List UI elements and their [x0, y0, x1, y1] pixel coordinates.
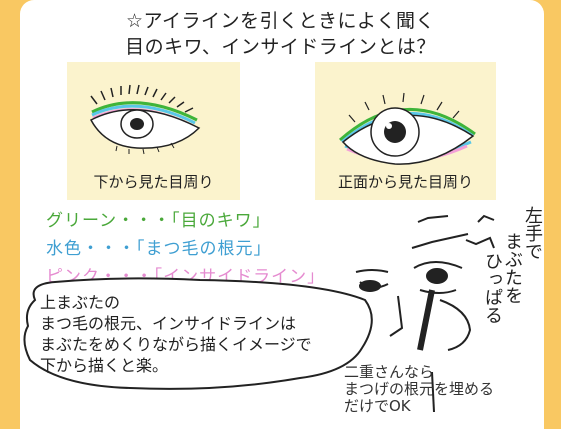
bubble-line-2: まつ毛の根元、インサイドラインは: [40, 314, 297, 333]
photo-caption-front: 正面から見た目周り: [337, 173, 473, 191]
title-line-2: 目のキワ、インサイドラインとは？: [125, 36, 436, 58]
title-line-1: ☆アイラインを引くときによく聞く: [125, 10, 436, 32]
eye-front-drawing: [339, 92, 476, 165]
hand-note-col-2: まぶたを: [502, 232, 523, 304]
note-line-2: まつげの根元を埋める: [344, 380, 495, 398]
note-line-1: 二重さんなら: [344, 363, 435, 381]
hand-note-col-3: ひっぱる: [482, 252, 503, 324]
face-sketch: [355, 214, 495, 413]
note-line-3: だけでOK: [344, 397, 411, 415]
legend-blue: 水色・・・「まつ毛の根元」: [46, 239, 272, 259]
blue-line: [91, 104, 196, 125]
legend-green: グリーン・・・「目のキワ」: [46, 211, 271, 231]
upper-lashes: [348, 92, 460, 123]
speech-bubble: [23, 277, 373, 390]
eye-illustration-front: 正面から見た目周り: [315, 62, 496, 200]
hand-note-col-1: 左手で: [522, 206, 543, 260]
green-line: [339, 107, 476, 142]
bubble-line-4: 下から描くと楽。: [40, 356, 169, 375]
lower-lashes: [115, 142, 175, 155]
green-line: [91, 101, 198, 122]
pupil: [130, 118, 144, 130]
eye-illustration-below: 下から見た目周り: [67, 62, 240, 200]
eyelash-lines: [90, 84, 194, 113]
photo-caption-below: 下から見た目周り: [93, 173, 214, 191]
eye-below-drawing: [89, 84, 201, 155]
highlight: [386, 123, 392, 129]
bubble-line-1: 上まぶたの: [40, 293, 121, 312]
bubble-line-3: まぶたをめくりながら描くイメージで: [40, 335, 312, 354]
